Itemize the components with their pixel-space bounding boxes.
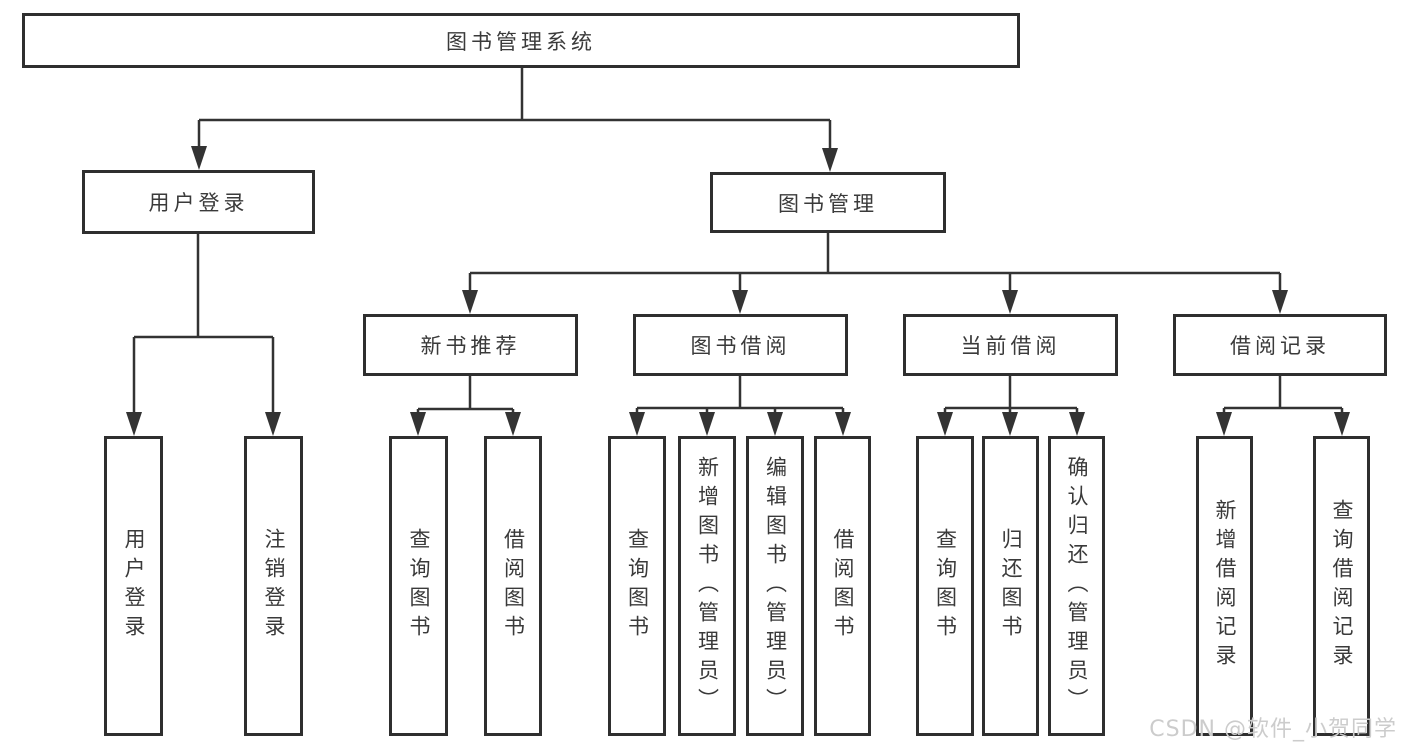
arrow-icon: [822, 148, 838, 172]
arrow-icon: [1002, 412, 1018, 436]
arrow-icon: [1002, 290, 1018, 314]
node-label: 编辑图书（管理员）: [763, 455, 788, 717]
node-add-books-admin: 新增图书（管理员）: [678, 436, 736, 736]
arrow-icon: [699, 412, 715, 436]
node-label: 查询图书: [933, 528, 958, 644]
arrow-icon: [767, 412, 783, 436]
node-book-management: 图书管理: [710, 172, 946, 233]
node-label: 确认归还（管理员）: [1065, 455, 1089, 717]
arrow-icon: [732, 290, 748, 314]
node-label: 借阅图书: [831, 528, 855, 644]
csdn-watermark: CSDN @软件_小贺同学: [1149, 717, 1397, 742]
arrow-icon: [126, 412, 142, 436]
node-label: 查询图书: [407, 528, 431, 644]
node-user-login-branch: 用户登录: [82, 170, 315, 234]
node-current-borrow: 当前借阅: [903, 314, 1118, 376]
node-label: 查询借阅记录: [1330, 499, 1354, 673]
node-borrow-books: 借阅图书: [814, 436, 871, 736]
node-return-books: 归还图书: [982, 436, 1039, 736]
tree-edges: [132, 68, 1344, 418]
node-label: 新增图书（管理员）: [695, 455, 720, 717]
arrow-icon: [1334, 412, 1350, 436]
node-book-borrow: 图书借阅: [633, 314, 848, 376]
arrow-icon: [1069, 412, 1085, 436]
arrow-icon: [462, 290, 478, 314]
arrow-icon: [629, 412, 645, 436]
node-label: 用户登录: [122, 528, 146, 644]
node-label: 新增借阅记录: [1213, 499, 1237, 673]
node-query-borrow-record: 查询借阅记录: [1313, 436, 1370, 736]
node-root: 图书管理系统: [22, 13, 1020, 68]
arrow-icon: [505, 412, 521, 436]
arrow-icon: [1272, 290, 1288, 314]
node-confirm-return-admin: 确认归还（管理员）: [1048, 436, 1105, 736]
node-label: 归还图书: [999, 528, 1023, 644]
arrow-icon: [265, 412, 281, 436]
arrow-icon: [937, 412, 953, 436]
node-borrow-records: 借阅记录: [1173, 314, 1387, 376]
node-new-book-recommend: 新书推荐: [363, 314, 578, 376]
node-logout: 注销登录: [244, 436, 303, 736]
arrowheads: [126, 146, 1350, 436]
node-current-query-books: 查询图书: [916, 436, 974, 736]
node-label: 查询图书: [625, 528, 650, 644]
node-recommend-borrow-books: 借阅图书: [484, 436, 542, 736]
node-user-login: 用户登录: [104, 436, 163, 736]
arrow-icon: [410, 412, 426, 436]
arrow-icon: [1216, 412, 1232, 436]
node-recommend-query-books: 查询图书: [389, 436, 448, 736]
node-label: 借阅图书: [501, 528, 526, 644]
arrow-icon: [835, 412, 851, 436]
node-borrow-query-books: 查询图书: [608, 436, 666, 736]
node-label: 注销登录: [262, 528, 286, 644]
arrow-icon: [191, 146, 207, 170]
node-edit-books-admin: 编辑图书（管理员）: [746, 436, 804, 736]
node-add-borrow-record: 新增借阅记录: [1196, 436, 1253, 736]
